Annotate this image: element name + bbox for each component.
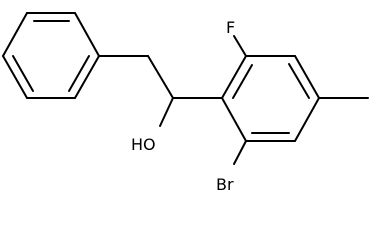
bond (294, 55, 320, 99)
double-bond-inner (68, 55, 90, 92)
fluorine-label: F (226, 18, 235, 37)
bond (294, 97, 320, 142)
bond (221, 55, 247, 99)
bromine-label: Br (216, 175, 234, 194)
bond (74, 55, 100, 99)
bond-to-bromine (233, 140, 247, 165)
aryl-ring (221, 55, 320, 142)
bond (2, 55, 28, 99)
chemical-structure: F HO Br (2, 12, 369, 194)
bond (159, 97, 174, 127)
bond (74, 12, 100, 57)
phenyl-ring (2, 12, 100, 99)
double-bond-inner (232, 64, 253, 99)
bond (2, 12, 28, 57)
double-bond-inner (12, 55, 34, 92)
bond (147, 55, 174, 99)
double-bond-inner (288, 63, 310, 99)
structure-canvas: F HO Br (2, 12, 369, 194)
bond-to-fluorine (233, 35, 247, 57)
ethyl-chain (98, 55, 223, 127)
hydroxyl-label: HO (131, 135, 156, 154)
bond (221, 97, 247, 142)
